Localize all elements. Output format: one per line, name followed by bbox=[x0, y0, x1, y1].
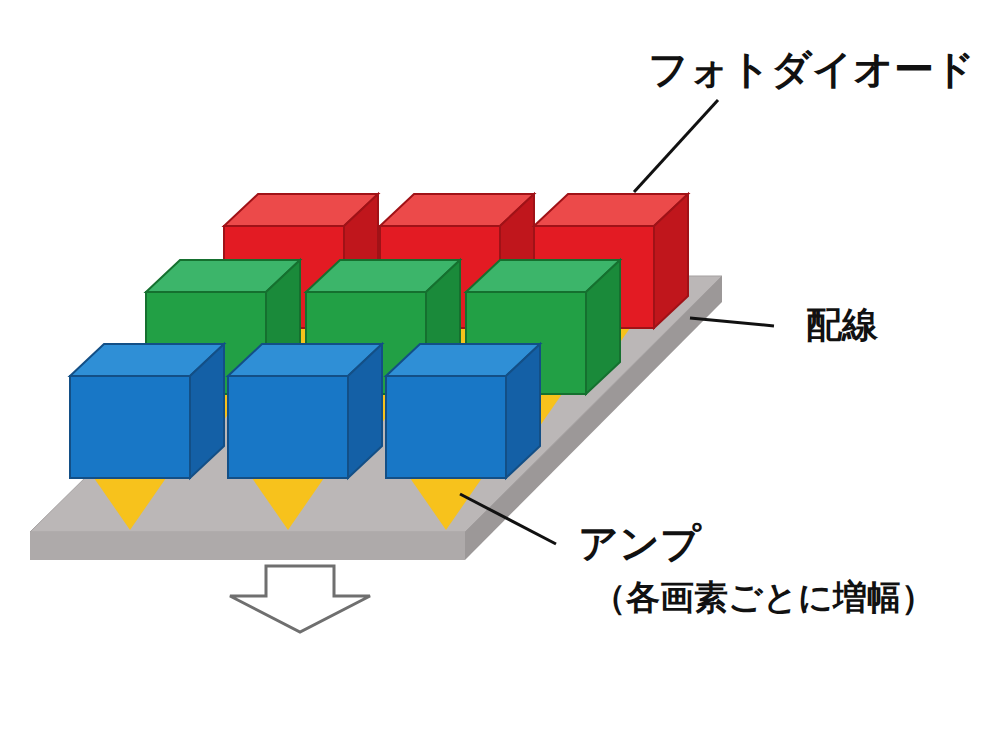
note-label: （各画素ごとに増幅） bbox=[592, 578, 935, 617]
part-label: アンプ bbox=[578, 520, 701, 566]
leader-line bbox=[634, 100, 718, 192]
blue-photodiode-side bbox=[348, 344, 382, 478]
part-label: フォトダイオード bbox=[648, 46, 975, 92]
amplifier bbox=[94, 478, 166, 530]
leader-line bbox=[690, 318, 774, 326]
part-label: 配線 bbox=[806, 304, 878, 345]
red-photodiode-side bbox=[654, 194, 688, 328]
blue-photodiode bbox=[70, 376, 190, 478]
green-photodiode-side bbox=[586, 260, 620, 394]
blue-photodiode-side bbox=[190, 344, 224, 478]
blue-photodiode bbox=[228, 376, 348, 478]
wiring-board-front bbox=[30, 532, 465, 560]
output-arrow bbox=[230, 566, 370, 632]
pixel-array bbox=[70, 194, 688, 530]
leader-line bbox=[460, 494, 556, 544]
amplifier bbox=[410, 478, 482, 530]
blue-photodiode-side bbox=[506, 344, 540, 478]
blue-photodiode bbox=[386, 376, 506, 478]
amplifier bbox=[252, 478, 324, 530]
